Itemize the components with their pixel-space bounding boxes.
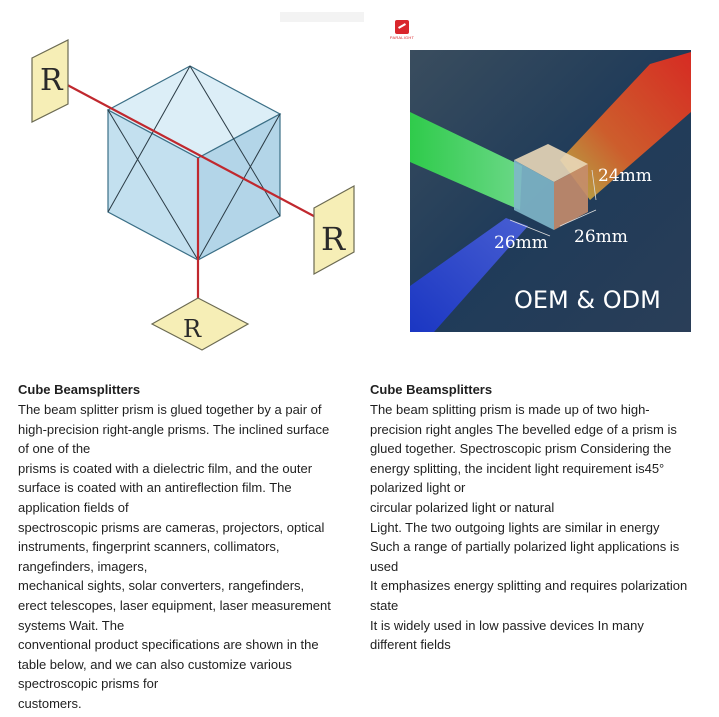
dim-label-left: 26mm: [494, 233, 548, 253]
left-line: prisms is coated with a dielectric film,…: [18, 460, 313, 476]
logo-text: PARALIGHT: [389, 35, 415, 40]
oem-banner: OEM & ODM: [514, 286, 661, 314]
dim-label-right: 26mm: [574, 227, 628, 247]
brand-logo: PARALIGHT: [384, 20, 420, 46]
right-line: energy splitting, the incident light req…: [370, 460, 665, 476]
target-card-left: R: [31, 39, 69, 123]
right-line: precision right angles The bevelled edge…: [370, 421, 677, 437]
right-line: glued together. Spectroscopic prism Cons…: [370, 441, 672, 457]
product-photo: 24mm 26mm 26mm OEM & ODM: [410, 50, 691, 332]
right-line: different fields: [370, 637, 451, 653]
right-line: state: [370, 597, 399, 613]
beamsplitter-diagram: R R R: [18, 12, 364, 362]
left-line: The beam splitter prism is glued togethe…: [18, 402, 322, 417]
left-line: high-precision right-angle prisms. The i…: [18, 421, 330, 437]
left-line: rangefinders, imagers,: [18, 558, 148, 574]
right-line: It is widely used in low passive devices…: [370, 617, 644, 633]
right-heading: Cube Beamsplitters: [370, 382, 493, 397]
left-line: mechanical sights, solar converters, ran…: [18, 578, 305, 594]
figure-letter: R: [183, 315, 202, 343]
figure-letter: R: [40, 63, 64, 98]
right-text-column: Cube Beamsplitters The beam splitting pr…: [370, 380, 715, 655]
right-line: Such a range of partially polarized ligh…: [370, 539, 680, 555]
target-card-bottom: R: [150, 297, 250, 351]
left-line: spectroscopic prisms for: [18, 676, 159, 692]
target-card-right: R: [313, 184, 355, 276]
right-line: Light. The two outgoing lights are simil…: [370, 519, 660, 535]
left-line: instruments, fingerprint scanners, colli…: [18, 539, 280, 555]
right-line: polarized light or: [370, 480, 466, 496]
right-line: The beam splitting prism is made up of t…: [370, 402, 650, 417]
left-heading: Cube Beamsplitters: [18, 382, 141, 397]
figure-letter: R: [321, 220, 346, 258]
right-line: It emphasizes energy splitting and requi…: [370, 578, 688, 594]
left-line: of one of the: [18, 441, 91, 457]
right-line: circular polarized light or natural: [370, 499, 555, 515]
dim-label-top: 24mm: [598, 166, 652, 186]
left-text-column: Cube Beamsplitters The beam splitter pri…: [18, 380, 363, 714]
logo-icon: [395, 20, 409, 34]
left-line: spectroscopic prisms are cameras, projec…: [18, 519, 325, 535]
left-line: customers.: [18, 695, 82, 711]
left-line: systems Wait. The: [18, 617, 125, 633]
left-line: conventional product specifications are …: [18, 637, 319, 653]
left-line: erect telescopes, laser equipment, laser…: [18, 597, 331, 613]
left-line: table below, and we can also customize v…: [18, 656, 292, 672]
left-line: application fields of: [18, 499, 129, 515]
right-line: used: [370, 558, 399, 574]
left-line: surface is coated with an antireflection…: [18, 480, 292, 496]
